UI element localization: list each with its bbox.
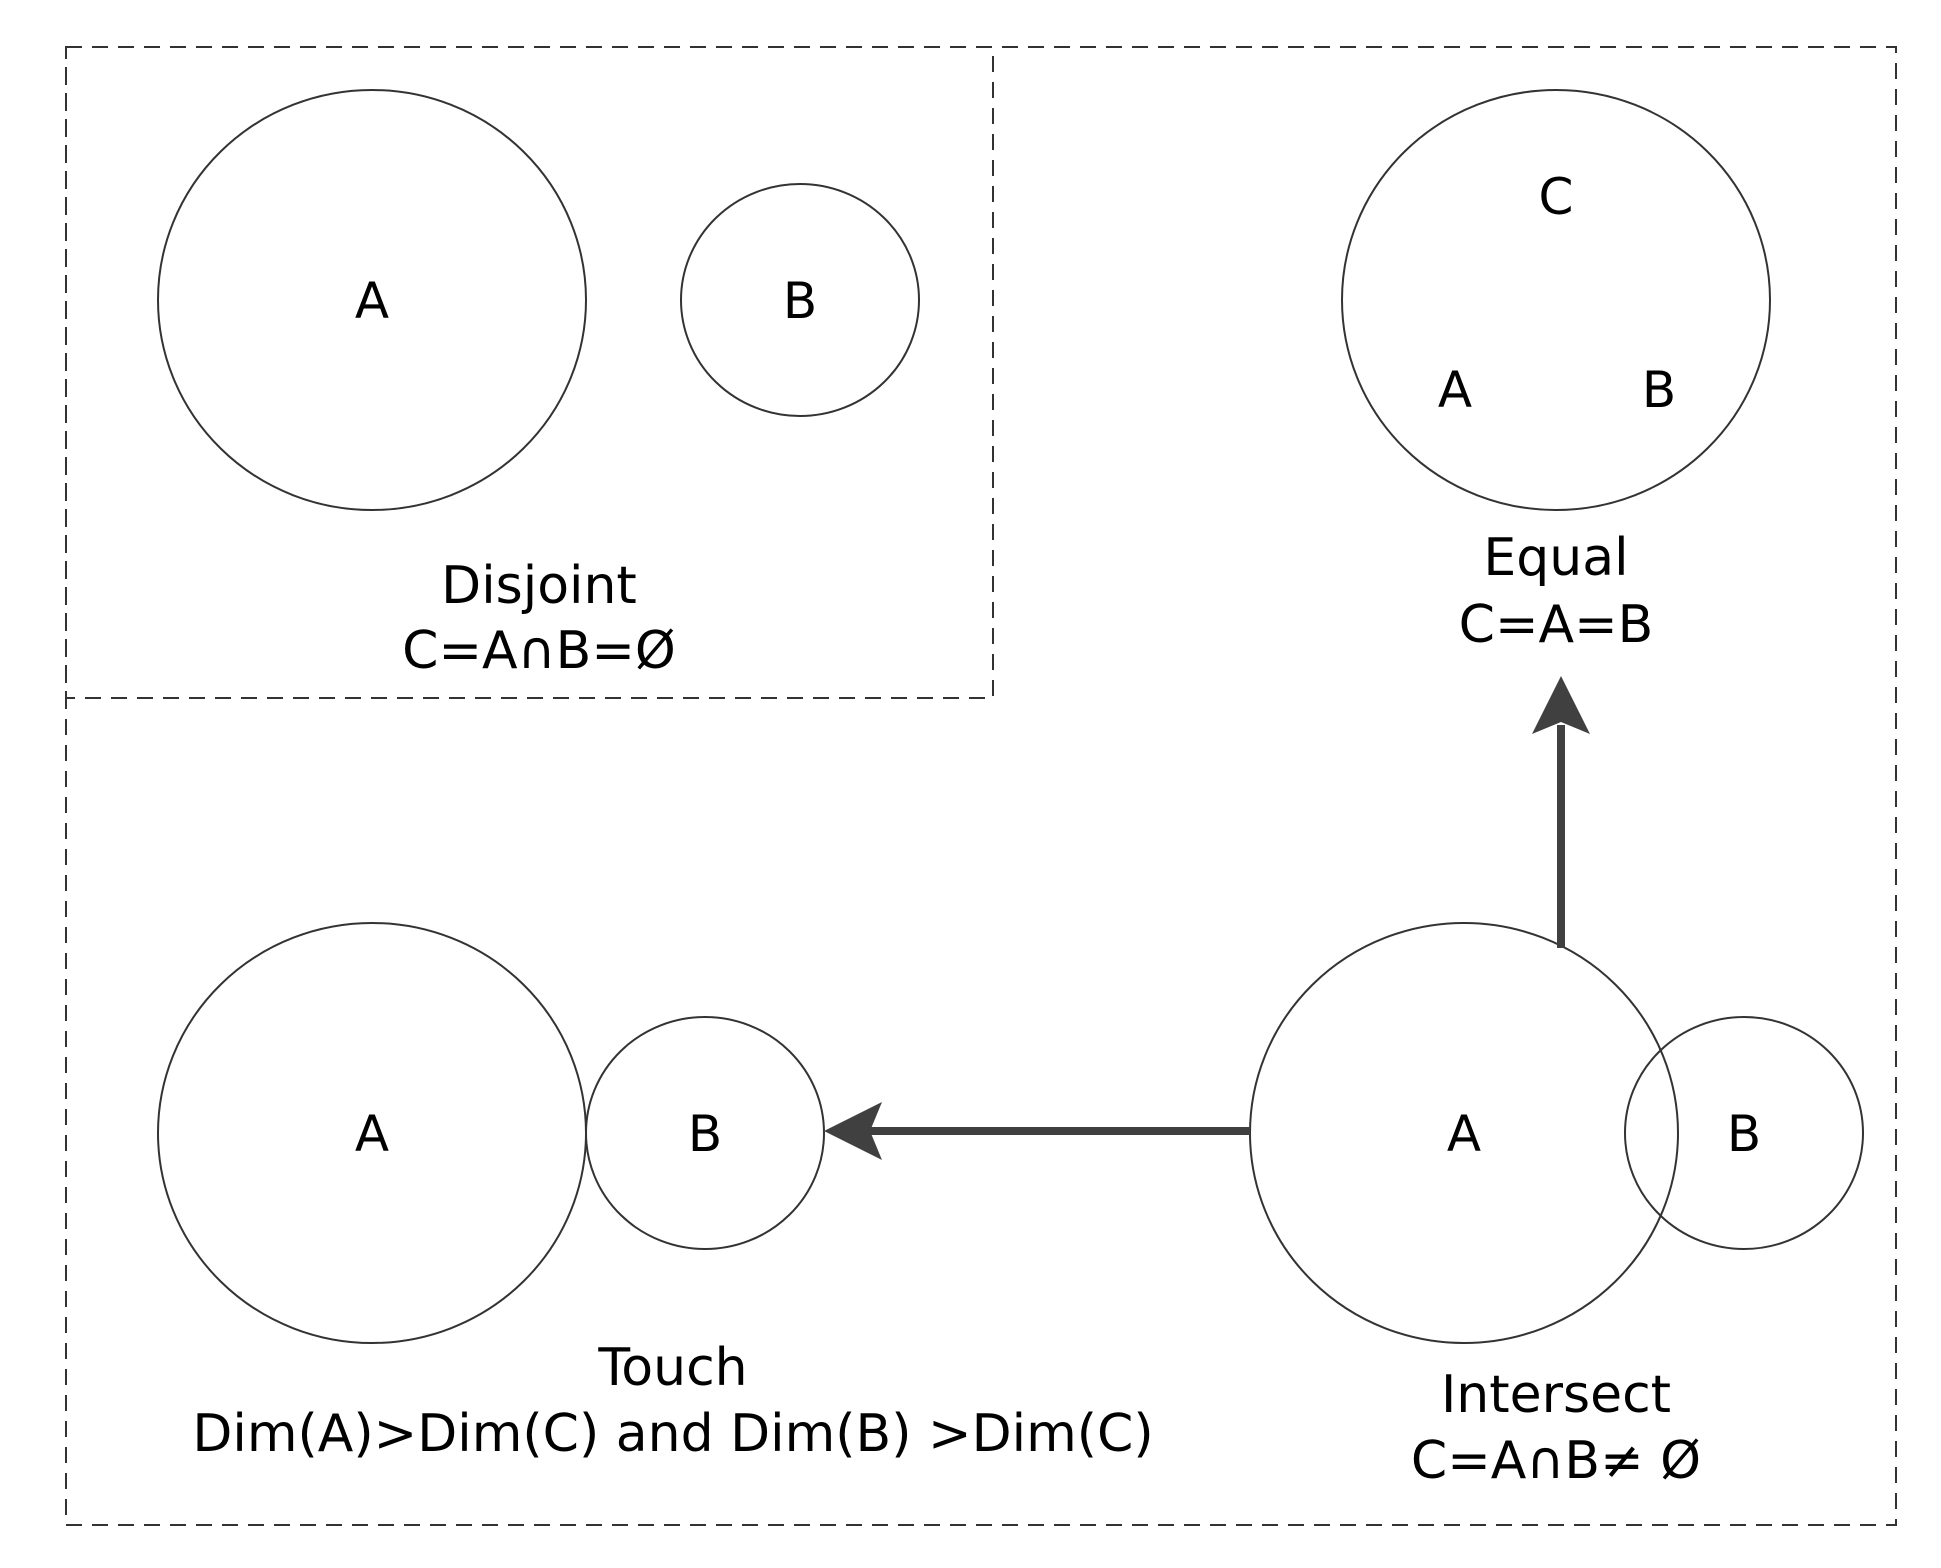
arrow-to-equal [1532,676,1590,948]
disjoint-label-a: A [355,272,389,330]
touch-circle-b [585,1016,825,1250]
equal-panel: C A B Equal C=A=B [1341,89,1771,655]
disjoint-label-b: B [783,272,817,330]
intersect-label-b: B [1727,1105,1761,1163]
touch-title: Touch [597,1338,747,1398]
arrow-to-equal-head [1532,676,1590,734]
intersect-panel: A B Intersect C=A∩B≠ Ø [1249,922,1864,1491]
disjoint-circle-a [157,89,587,511]
outer-dashed-frame [65,46,1897,1526]
arrow-to-touch-head [824,1102,882,1160]
equal-label-b: B [1642,361,1676,419]
intersect-title: Intersect [1441,1365,1671,1425]
intersect-formula: C=A∩B≠ Ø [1411,1431,1701,1491]
equal-formula: C=A=B [1459,595,1654,655]
disjoint-title: Disjoint [441,556,637,616]
arrow-to-touch [824,1102,1250,1160]
disjoint-formula: C=A∩B=Ø [402,621,676,681]
disjoint-dashed-box [65,46,994,699]
intersect-circle-b [1624,1016,1864,1250]
touch-label-a: A [355,1105,389,1163]
touch-label-b: B [688,1105,722,1163]
touch-panel: A B Touch Dim(A)>Dim(C) and Dim(B) >Dim(… [157,922,1154,1464]
equal-circle [1341,89,1771,511]
disjoint-panel: A B Disjoint C=A∩B=Ø [157,89,920,681]
equal-title: Equal [1483,528,1628,588]
disjoint-circle-b [680,183,920,417]
equal-label-c: C [1539,168,1574,226]
intersect-label-a: A [1447,1105,1481,1163]
touch-formula: Dim(A)>Dim(C) and Dim(B) >Dim(C) [192,1404,1153,1464]
equal-label-a: A [1438,361,1472,419]
